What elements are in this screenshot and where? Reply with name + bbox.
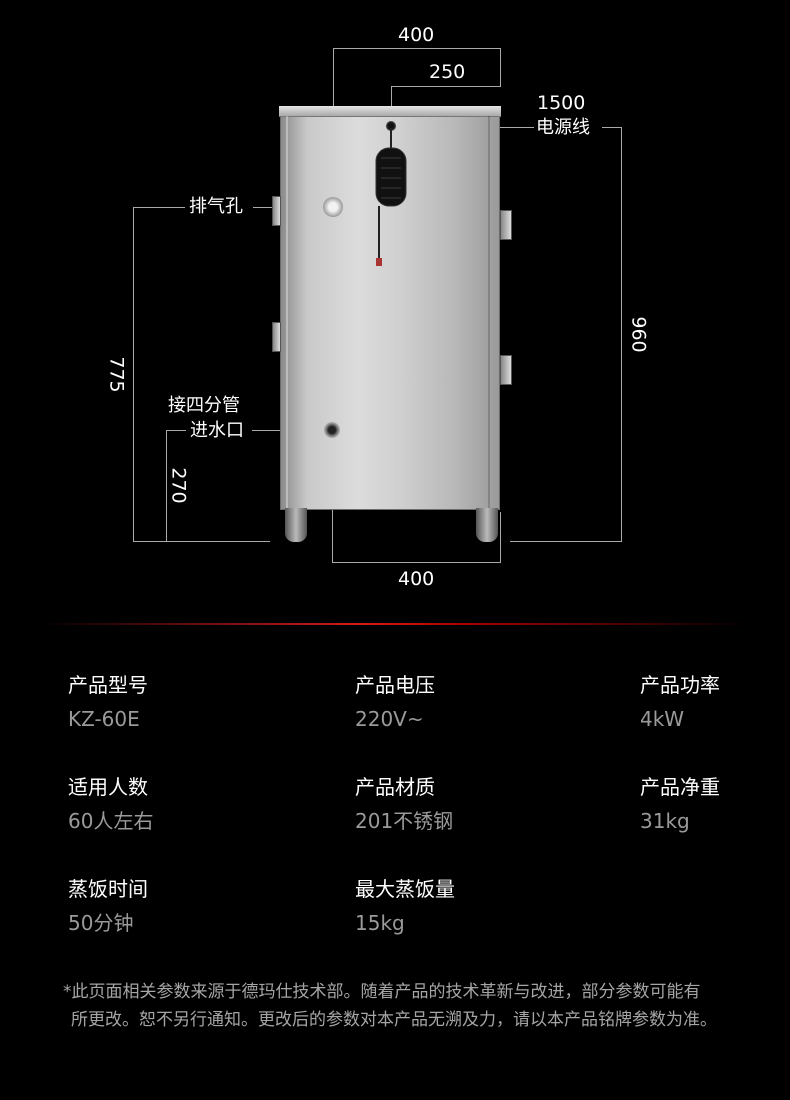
cabinet-edge-left	[286, 116, 288, 508]
dim-line-top-right	[500, 48, 501, 86]
spec-label: 产品功率	[640, 673, 720, 697]
cabinet-edge-right	[488, 116, 490, 508]
spec-value: 50分钟	[68, 911, 134, 935]
dim-cord-length: 1500	[537, 92, 586, 114]
spec-value: 60人左右	[68, 809, 154, 833]
spec-max-load: 最大蒸饭量 15kg	[355, 877, 455, 935]
disclaimer-line2: 所更改。恕不另行通知。更改后的参数对本产品无溯及力，请以本产品铭牌参数为准。	[71, 1010, 717, 1030]
dim-exhaust-height: 775	[105, 356, 128, 393]
spec-label: 产品材质	[355, 775, 435, 799]
exhaust-port-icon	[323, 197, 343, 217]
spec-power: 产品功率 4kW	[640, 673, 720, 731]
section-divider	[40, 623, 750, 625]
cord-port-icon	[386, 121, 396, 131]
dim-line-270	[166, 430, 167, 542]
callout-inlet-line2: 进水口	[190, 420, 244, 441]
side-bracket-left-lower	[272, 322, 281, 352]
water-inlet-icon	[324, 422, 340, 438]
spec-value: 4kW	[640, 707, 685, 731]
spec-voltage: 产品电压 220V~	[355, 673, 435, 731]
callout-inlet-line1: 接四分管	[168, 395, 240, 416]
spec-label: 最大蒸饭量	[355, 877, 455, 901]
spec-steam-time: 蒸饭时间 50分钟	[68, 877, 148, 935]
spec-value: 31kg	[640, 809, 690, 833]
disclaimer-line1: *此页面相关参数来源于德玛仕技术部。随着产品的技术革新与改进，部分参数可能有	[63, 982, 701, 1002]
spec-material: 产品材质 201不锈钢	[355, 775, 453, 833]
dim-line-bottom-right	[500, 512, 501, 563]
dim-line-top	[333, 48, 501, 49]
dim-height: 960	[627, 316, 650, 353]
dim-line-775	[133, 207, 134, 542]
dim-bottom-width: 400	[398, 568, 435, 590]
side-bracket-right-lower	[500, 355, 512, 385]
spec-value: 201不锈钢	[355, 809, 454, 833]
spec-label: 适用人数	[68, 775, 148, 799]
wheel-right	[476, 508, 498, 542]
spec-value: 15kg	[355, 911, 405, 935]
dim-line-270-top	[166, 430, 186, 431]
wheel-left	[285, 508, 307, 542]
side-bracket-left-upper	[272, 196, 281, 226]
dim-inner-width: 250	[429, 61, 466, 83]
dim-top-width: 400	[398, 24, 435, 46]
side-bracket-right-upper	[500, 210, 512, 240]
spec-value: KZ-60E	[68, 707, 140, 731]
spec-weight: 产品净重 31kg	[640, 775, 720, 833]
dim-line-bottom	[332, 562, 501, 563]
cabinet-top	[279, 106, 501, 117]
spec-label: 产品净重	[640, 775, 720, 799]
disclaimer-note: *此页面相关参数来源于德玛仕技术部。随着产品的技术革新与改进，部分参数可能有 所…	[63, 978, 763, 1034]
spec-capacity: 适用人数 60人左右	[68, 775, 153, 833]
callout-power-cord: 电源线	[536, 117, 590, 138]
dim-inlet-height: 270	[167, 467, 190, 504]
dim-line-height-bottom	[510, 541, 622, 542]
power-cord-icon	[375, 128, 407, 266]
dim-line-775-top	[133, 207, 185, 208]
dim-line-775-bottom	[133, 541, 270, 542]
spec-label: 产品型号	[68, 673, 148, 697]
spec-label: 产品电压	[355, 673, 435, 697]
spec-label: 蒸饭时间	[68, 877, 148, 901]
spec-value: 220V~	[355, 707, 424, 731]
dim-line-inner	[391, 86, 501, 87]
callout-exhaust-hole: 排气孔	[189, 196, 243, 217]
dim-line-height	[621, 127, 622, 542]
dim-line-height-top	[602, 127, 622, 128]
spec-model: 产品型号 KZ-60E	[68, 673, 148, 731]
